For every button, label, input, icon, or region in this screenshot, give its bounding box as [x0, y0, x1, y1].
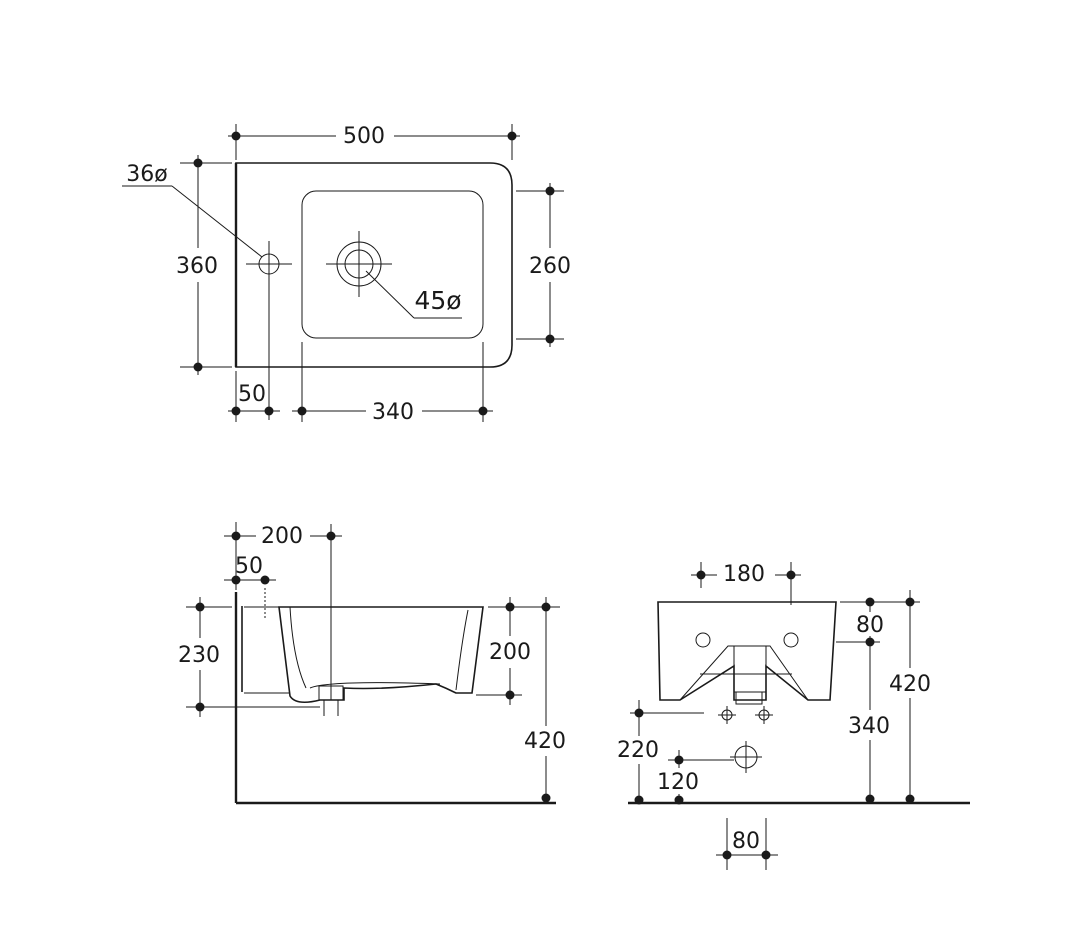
dim-fixing-height-340: 340 — [848, 714, 890, 739]
inner-bowl — [301, 190, 484, 339]
dim-bowl-offset-200: 200 — [261, 524, 303, 549]
dim-rim-thickness-80: 80 — [856, 613, 884, 638]
dim-drain-spacing-80: 80 — [732, 829, 760, 854]
dim-drain-dia: 45ø — [414, 286, 461, 315]
dim-width-500: 500 — [343, 124, 385, 149]
side-view: 200 50 230 200 420 — [174, 520, 572, 805]
dim-fixing-spacing-180: 180 — [723, 562, 765, 587]
dim-trap-height-230: 230 — [178, 643, 220, 668]
dim-tap-offset-50: 50 — [238, 382, 266, 407]
dim-drain-offset-120: 120 — [657, 770, 699, 795]
dim-wall-offset-50: 50 — [235, 554, 263, 579]
front-view: 180 80 340 420 220 120 — [614, 560, 970, 870]
basin-outline-top — [235, 162, 513, 368]
top-view: 500 360 36ø 45ø 260 50 — [122, 120, 576, 426]
dim-rim-height-front-420: 420 — [889, 672, 931, 697]
dim-bowl-width-340: 340 — [372, 400, 414, 425]
dim-depth-360: 360 — [176, 254, 218, 279]
dim-bowl-depth-260: 260 — [529, 254, 571, 279]
basin-section — [278, 606, 484, 704]
dim-tap-hole: 36ø — [126, 162, 167, 187]
dim-supply-height-220: 220 — [617, 738, 659, 763]
fixing-hole-left — [695, 632, 711, 648]
dim-rim-height-420: 420 — [524, 729, 566, 754]
dim-bowl-height-200: 200 — [489, 640, 531, 665]
basin-front — [657, 601, 837, 701]
fixing-hole-right — [783, 632, 799, 648]
